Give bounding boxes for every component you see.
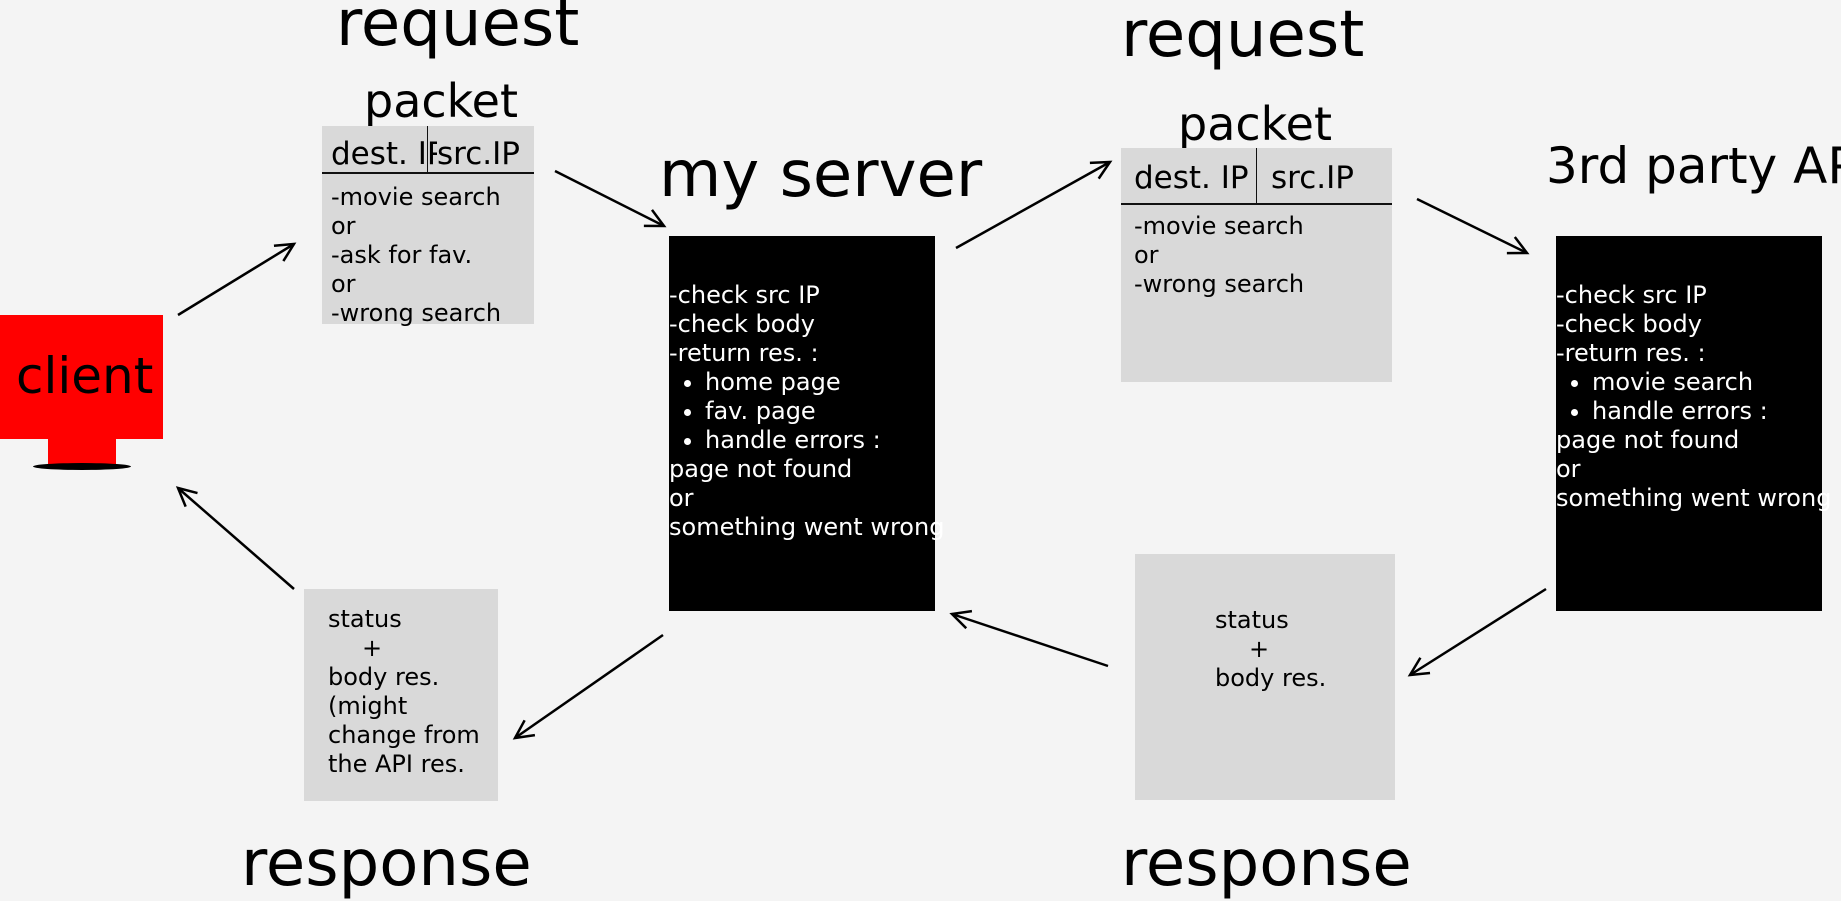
packet-left-line: or (331, 212, 356, 240)
client-label: client (16, 347, 154, 405)
arrow-request-to-api (1416, 197, 1530, 255)
packet-left-title: packet (364, 74, 519, 128)
packet-right-title: packet (1178, 97, 1333, 151)
packet-right-src-ip: src.IP (1271, 160, 1354, 196)
my-server-bullet: fav. page (705, 397, 944, 426)
client-monitor-stand (48, 439, 116, 464)
api-title: 3rd party API (1546, 137, 1841, 195)
request-packet-left: dest. IP src.IP -movie search or -ask fo… (322, 126, 534, 327)
response-right-line: body res. (1215, 664, 1327, 692)
api-line: -check src IP (1556, 281, 1707, 309)
packet-right-header: dest. IP src.IP (1121, 148, 1392, 205)
arrow-client-to-request (177, 242, 297, 317)
packet-left-line: -ask for fav. (331, 241, 473, 269)
packet-left-line: or (331, 270, 356, 298)
packet-right-line: or (1134, 241, 1159, 269)
packet-left-line: -movie search (331, 183, 501, 211)
my-server-line: something went wrong (669, 513, 945, 541)
arrow-response-to-server (949, 609, 1109, 668)
packet-right-line: -movie search (1134, 212, 1304, 240)
response-right-box: status + body res. (1135, 554, 1395, 800)
api-content: -check src IP -check body -return res. :… (1556, 281, 1831, 513)
client-screen (0, 315, 163, 439)
packet-left-src-ip: src.IP (437, 136, 520, 172)
response-right-line: status (1215, 606, 1289, 634)
arrow-response-to-client (175, 486, 295, 590)
response-left-box: status + body res. (might change from th… (304, 589, 498, 801)
response-left-line: + (362, 634, 383, 662)
response-left-line: status (328, 605, 402, 633)
response-left-content: status + body res. (might change from th… (328, 605, 480, 779)
packet-right-line: -wrong search (1134, 270, 1305, 298)
api-line: or (1556, 455, 1581, 483)
api-line: -return res. : (1556, 339, 1706, 367)
response-left-title: response (241, 827, 532, 901)
arrow-server-to-response (512, 633, 664, 740)
my-server-line: page not found (669, 455, 853, 483)
arrow-server-to-request (955, 160, 1113, 250)
my-server-title: my server (659, 138, 983, 212)
api-line: page not found (1556, 426, 1740, 454)
api-line: -check body (1556, 310, 1702, 338)
response-left-line: the API res. (328, 750, 465, 778)
packet-left-line: -wrong search (331, 299, 502, 327)
packet-right-dest-ip: dest. IP (1134, 160, 1249, 196)
request-right-title: request (1121, 0, 1365, 72)
my-server-line: -check body (669, 310, 815, 338)
api-box: -check src IP -check body -return res. :… (1556, 236, 1831, 611)
client-monitor-base (33, 463, 131, 470)
packet-right-body: -movie search or -wrong search (1134, 212, 1304, 299)
api-bullets: movie search handle errors : (1556, 368, 1831, 426)
request-left-title: request (336, 0, 580, 61)
packet-left-divider (427, 126, 428, 172)
response-right-title: response (1121, 827, 1412, 901)
packet-left-body: -movie search or -ask for fav. or -wrong… (331, 183, 501, 328)
my-server-line: or (669, 484, 694, 512)
arrow-api-to-response (1407, 587, 1547, 677)
api-bullet: handle errors : (1592, 397, 1831, 426)
my-server-line: -check src IP (669, 281, 820, 309)
my-server-bullets: home page fav. page handle errors : (669, 368, 944, 455)
my-server-content: -check src IP -check body -return res. :… (669, 281, 944, 542)
packet-right-divider (1256, 148, 1257, 203)
response-left-line: change from (328, 721, 480, 749)
my-server-bullet: handle errors : (705, 426, 944, 455)
client-monitor-icon: client (0, 315, 163, 439)
response-left-line: (might (328, 692, 408, 720)
arrow-request-to-server (554, 169, 667, 228)
my-server-line: -return res. : (669, 339, 819, 367)
packet-left-header: dest. IP src.IP (322, 126, 534, 174)
response-left-line: body res. (328, 663, 440, 691)
response-right-content: status + body res. (1215, 606, 1326, 693)
request-packet-right: dest. IP src.IP -movie search or -wrong … (1121, 148, 1392, 382)
api-line: something went wrong (1556, 484, 1832, 512)
api-bullet: movie search (1592, 368, 1831, 397)
packet-left-dest-ip: dest. IP (331, 136, 446, 172)
response-right-line: + (1249, 635, 1270, 663)
my-server-box: -check src IP -check body -return res. :… (669, 236, 944, 611)
my-server-bullet: home page (705, 368, 944, 397)
